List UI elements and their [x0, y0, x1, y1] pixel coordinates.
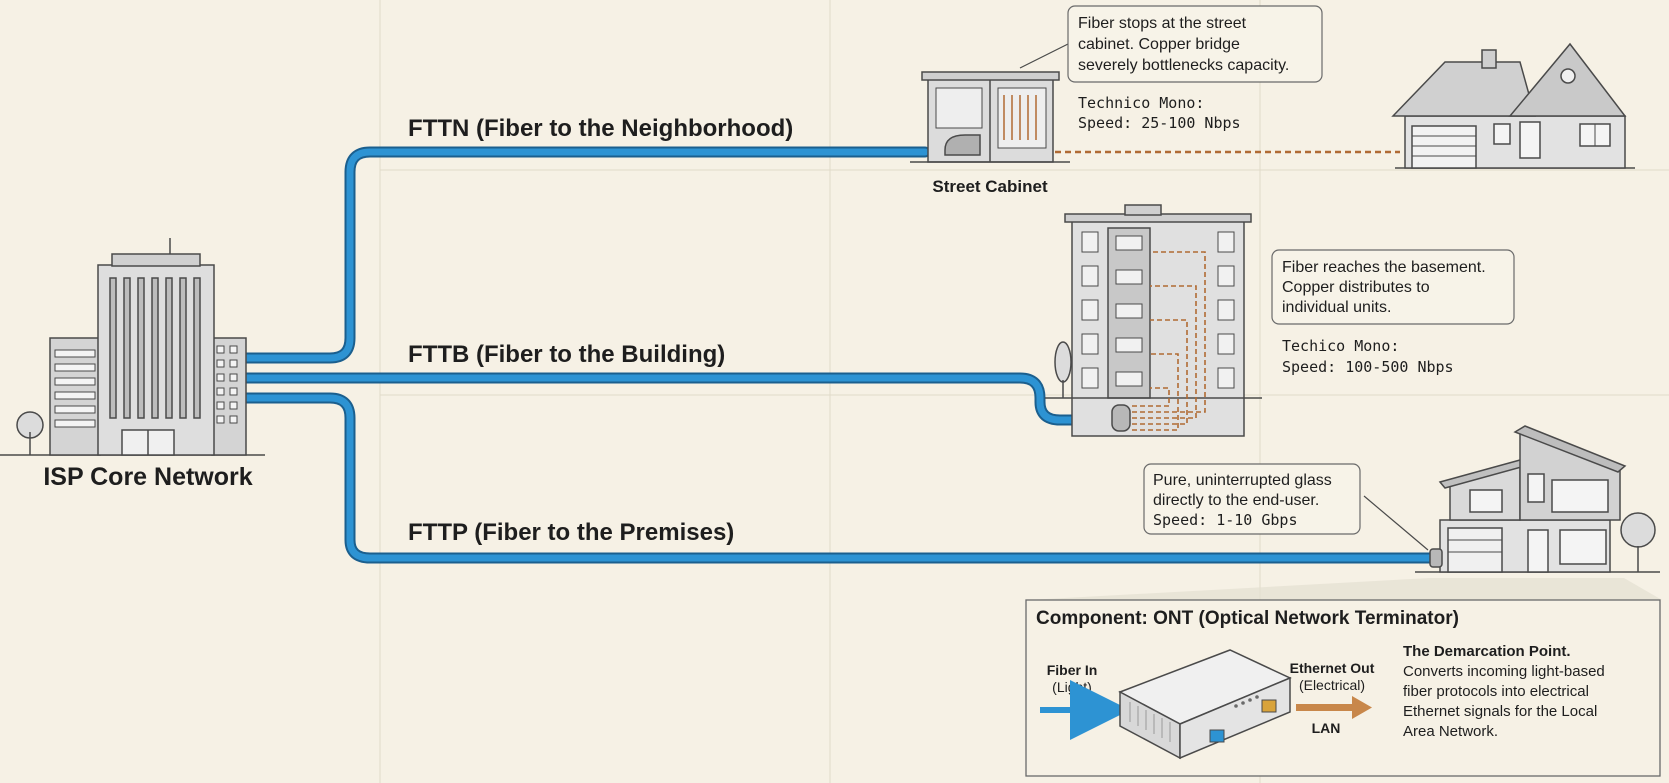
background-grid	[379, 0, 1669, 783]
demarc-line: fiber protocols into electrical	[1403, 683, 1589, 700]
street-cabinet-label: Street Cabinet	[932, 177, 1048, 196]
ont-title: Component: ONT (Optical Network Terminat…	[1036, 608, 1459, 629]
fttb-spec-name: Techico Mono:	[1282, 337, 1399, 355]
fttn-callout-line: severely bottlenecks capacity.	[1078, 57, 1289, 74]
fttb-copper-risers	[1132, 251, 1206, 431]
svg-text:Fiber reaches the basement.: Fiber reaches the basement. Copper distr…	[1282, 259, 1490, 316]
ont-device-icon	[1118, 649, 1292, 760]
svg-text:Pure, uninterrupted glass: Pure, uninterrupted glass directly to th…	[1153, 472, 1336, 509]
fiber-cables	[240, 146, 1436, 564]
fiber-in-sublabel: (Light)	[1052, 679, 1092, 695]
fttp-callout-speed: Speed: 1-10 Gbps	[1153, 511, 1298, 529]
demarc-line: Ethernet signals for the Local	[1403, 703, 1597, 720]
fttn-callout: Fiber stops at the street cabinet. Coppe…	[1019, 5, 1323, 83]
fttp-label: FTTP (Fiber to the Premises)	[408, 519, 734, 546]
fttp-callout-line: Pure, uninterrupted glass	[1153, 472, 1332, 489]
fttp-callout: Pure, uninterrupted glass directly to th…	[1143, 463, 1429, 551]
fttb-callout-line: individual units.	[1282, 299, 1391, 316]
fiber-in-label: Fiber In	[1047, 662, 1098, 678]
fttn-spec-name: Technico Mono:	[1078, 94, 1204, 112]
isp-core-label: ISP Core Network	[43, 463, 252, 491]
fttb-fiber-cable	[240, 372, 1118, 426]
modern-house-icon	[1415, 425, 1660, 573]
ethernet-out-sublabel: (Electrical)	[1299, 677, 1365, 693]
street-cabinet-icon	[910, 71, 1070, 163]
ont-zoom-wedge	[1028, 578, 1662, 600]
fttb-callout-line: Fiber reaches the basement.	[1282, 259, 1486, 276]
fttn-callout-line: cabinet. Copper bridge	[1078, 36, 1240, 53]
fttb-callout-line: Copper distributes to	[1282, 279, 1430, 296]
fttb-label: FTTB (Fiber to the Building)	[408, 341, 725, 368]
ethernet-out-label: Ethernet Out	[1290, 660, 1375, 676]
demarc-title: The Demarcation Point.	[1403, 643, 1571, 660]
demarc-line: Area Network.	[1403, 723, 1498, 740]
svg-text:Converts incoming light-based: Converts incoming light-based fiber prot…	[1403, 663, 1609, 740]
fttn-callout-line: Fiber stops at the street	[1078, 15, 1247, 32]
svg-text:Fiber stops at the street: Fiber stops at the street cabinet. Coppe…	[1078, 15, 1289, 74]
ethernet-out-arrow	[1296, 696, 1372, 719]
house-icon	[1391, 42, 1635, 169]
fttp-callout-line: directly to the end-user.	[1153, 492, 1319, 509]
lan-label: LAN	[1312, 720, 1341, 736]
demarc-line: Converts incoming light-based	[1403, 663, 1605, 680]
fttb-callout: Fiber reaches the basement. Copper distr…	[1271, 249, 1515, 325]
apartment-building-icon	[1045, 204, 1262, 437]
fttn-label: FTTN (Fiber to the Neighborhood)	[408, 115, 793, 142]
isp-core-building-icon	[0, 238, 265, 456]
fttb-spec-speed: Speed: 100-500 Nbps	[1282, 358, 1454, 376]
fttn-spec-speed: Speed: 25-100 Nbps	[1078, 114, 1241, 132]
